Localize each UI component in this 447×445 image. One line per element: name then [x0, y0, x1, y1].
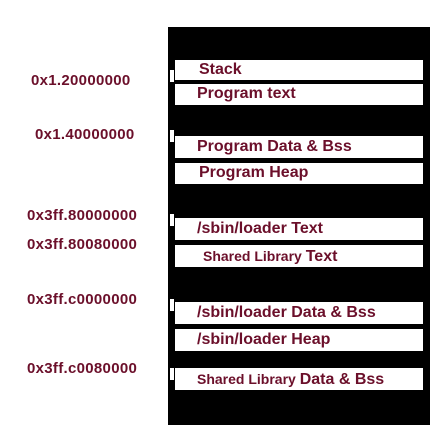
- segment-loader-heap-label: /sbin/loader Heap: [197, 331, 331, 348]
- address-label-0x1-20000000: 0x1.20000000: [31, 72, 131, 89]
- segment-loader-text: /sbin/loader Text: [175, 218, 423, 240]
- address-label-0x3ff-c0000000: 0x3ff.c0000000: [27, 291, 138, 308]
- address-label-0x3ff-c0080000: 0x3ff.c0080000: [27, 360, 138, 377]
- boundary-notch: [170, 130, 174, 142]
- segment-stack-label: Stack: [199, 61, 242, 78]
- segment-loader-data-bss: /sbin/loader Data & Bss: [175, 302, 423, 324]
- segment-loader-data-bss-label: /sbin/loader Data & Bss: [197, 304, 376, 321]
- segment-shared-library-data-bss: Shared Library Data & Bss: [175, 368, 423, 390]
- segment-stack: Stack: [175, 60, 423, 80]
- segment-shared-library-text: Shared Library Text: [175, 245, 423, 267]
- segment-program-heap-label: Program Heap: [199, 164, 309, 181]
- segment-program-data-bss: Program Data & Bss: [175, 136, 423, 158]
- boundary-notch: [170, 368, 174, 380]
- segment-program-heap: Program Heap: [175, 163, 423, 184]
- address-label-0x1-40000000: 0x1.40000000: [35, 126, 135, 143]
- address-label-0x3ff-80080000: 0x3ff.80080000: [27, 236, 138, 253]
- segment-loader-text-label: /sbin/loader Text: [197, 220, 323, 237]
- segment-program-text: Program text: [175, 84, 423, 105]
- segment-shared-library-text-label-a: Shared Library: [203, 248, 306, 264]
- segment-loader-heap: /sbin/loader Heap: [175, 329, 423, 351]
- segment-shared-library-data-bss-label-a: Shared Library: [197, 371, 300, 387]
- segment-shared-library-data-bss-label-b: Data & Bss: [299, 371, 385, 388]
- segment-program-data-bss-label: Program Data & Bss: [197, 138, 352, 155]
- address-label-0x3ff-80000000: 0x3ff.80000000: [27, 207, 138, 224]
- segment-program-text-label: Program text: [197, 85, 296, 102]
- boundary-notch: [170, 214, 174, 226]
- boundary-notch: [170, 70, 174, 82]
- segment-shared-library-text-label-b: Text: [305, 248, 338, 265]
- boundary-notch: [170, 299, 174, 311]
